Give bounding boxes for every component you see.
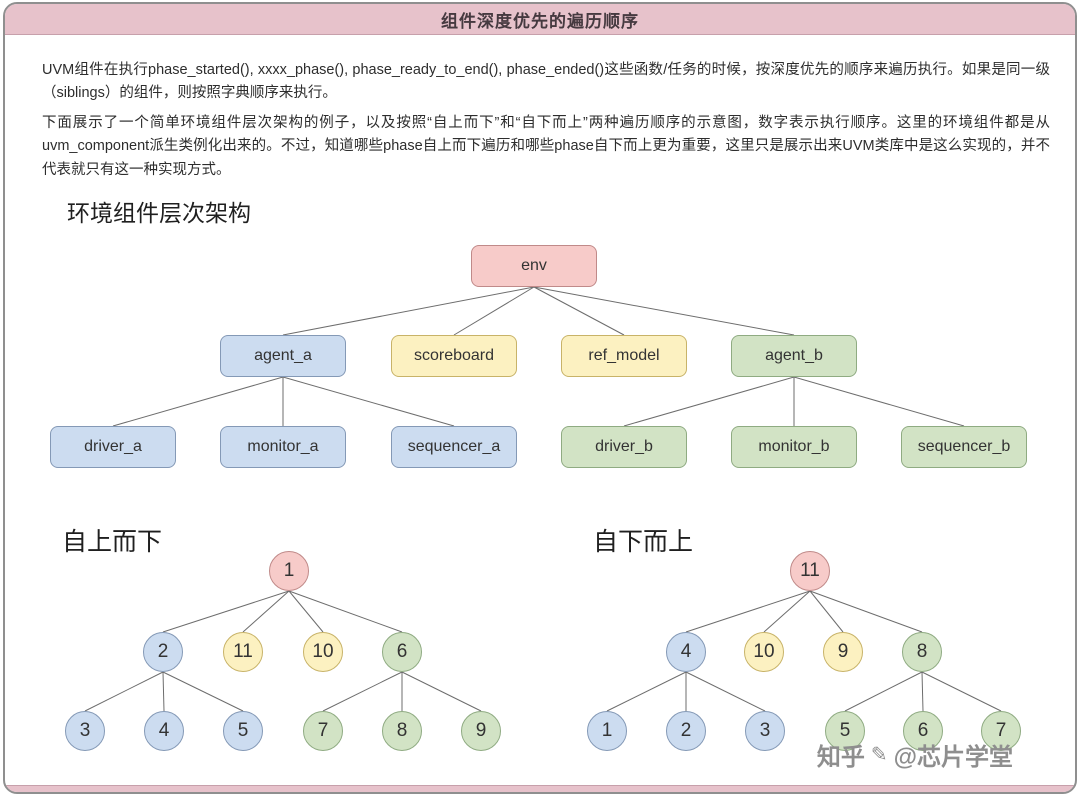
bottomup-node-9: 5 [825,711,865,751]
topdown-node-11: 9 [461,711,501,751]
tree-node-sequencer-a: sequencer_a [391,426,517,468]
tree-node-ref-model: ref_model [561,335,687,377]
bottomup-node-4: 9 [823,632,863,672]
bottomup-node-2: 4 [666,632,706,672]
bottomup-node-11: 7 [981,711,1021,751]
page-title: 组件深度优先的遍历顺序 [441,11,639,31]
bottomup-node-8: 3 [745,711,785,751]
tree-node-driver-b: driver_b [561,426,687,468]
footer-bar [5,785,1075,792]
topdown-node-10: 8 [382,711,422,751]
topdown-node-6: 3 [65,711,105,751]
topdown-node-9: 7 [303,711,343,751]
topdown-node-1: 1 [269,551,309,591]
bottomup-node-7: 2 [666,711,706,751]
topdown-heading: 自上而下 [62,528,163,556]
tree-node-agent-a: agent_a [220,335,346,377]
watermark: 知乎 ✎ @芯片学堂 [817,737,1013,772]
title-bar: 组件深度优先的遍历顺序 [5,4,1075,35]
intro-paragraph-1: UVM组件在执行phase_started(), xxxx_phase(), p… [42,62,1050,102]
tree-node-monitor-a: monitor_a [220,426,346,468]
topdown-node-7: 4 [144,711,184,751]
bottomup-node-1: 11 [790,551,830,591]
tree-node-agent-b: agent_b [731,335,857,377]
intro-paragraph-2: 下面展示了一个简单环境组件层次架构的例子，以及按照“自上而下”和“自下而上”两种… [42,115,1050,178]
bottomup-node-6: 1 [587,711,627,751]
watermark-brand: 知乎 [816,744,865,771]
topdown-node-5: 6 [382,632,422,672]
topdown-node-3: 11 [223,632,263,672]
hierarchy-heading: 环境组件层次架构 [67,200,251,226]
bottomup-node-5: 8 [902,632,942,672]
quill-icon: ✎ [870,744,888,766]
topdown-node-2: 2 [143,632,183,672]
topdown-node-4: 10 [303,632,343,672]
tree-node-driver-a: driver_a [50,426,176,468]
watermark-handle: @芯片学堂 [893,744,1013,771]
tree-node-sequencer-b: sequencer_b [901,426,1027,468]
bottomup-heading: 自下而上 [593,528,694,556]
tree-node-env: env [471,245,597,287]
topdown-node-8: 5 [223,711,263,751]
tree-node-monitor-b: monitor_b [731,426,857,468]
page-card: 组件深度优先的遍历顺序 UVM组件在执行phase_started(), xxx… [3,2,1077,794]
bottomup-node-10: 6 [903,711,943,751]
bottomup-node-3: 10 [744,632,784,672]
tree-node-scoreboard: scoreboard [391,335,517,377]
